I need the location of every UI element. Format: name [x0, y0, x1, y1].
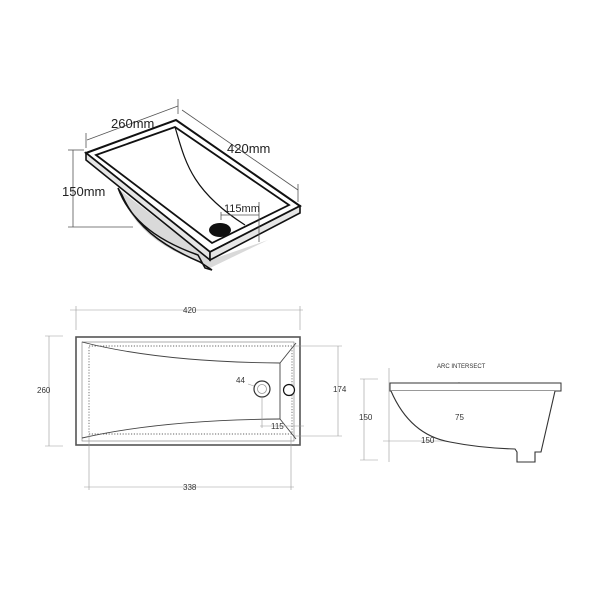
bowl-underside [120, 190, 268, 268]
side-rim [389, 382, 562, 392]
iso-length-label: 420mm [227, 141, 270, 156]
iso-depth-label: 150mm [62, 184, 105, 199]
side-arc-radius-label: 150 [421, 436, 435, 445]
bowl-side [117, 187, 213, 271]
plan-length-label: 420 [183, 306, 197, 315]
side-arc-mid-label: 75 [455, 413, 464, 422]
basin-opening [94, 125, 291, 245]
plan-basin-length-label: 338 [183, 483, 197, 492]
side-view: ARC INTERSECT 150 75 150 [359, 364, 562, 463]
plan-basin-bottom-curve [81, 418, 281, 439]
plan-view: 420 260 44 115 174 [37, 306, 347, 492]
isometric-view: 260mm 420mm 150mm 115mm [62, 99, 302, 271]
plan-drain-diameter-label: 44 [236, 376, 245, 385]
plan-basin-width-label: 174 [333, 385, 347, 394]
plan-drain-offset-label: 115 [271, 422, 284, 431]
plan-width-label: 260 [37, 386, 51, 395]
rim-front-right [209, 204, 301, 262]
drain-hole [209, 223, 231, 237]
iso-drain-offset-label: 115mm [224, 203, 260, 215]
plan-overflow-hole [282, 383, 296, 397]
plan-basin-top-curve [81, 341, 281, 364]
side-bowl-profile [390, 390, 556, 463]
plan-drain-inner [257, 384, 267, 394]
side-view-title: ARC INTERSECT [437, 364, 486, 370]
plan-drain-outer [253, 380, 271, 398]
basin-curve [174, 126, 246, 226]
side-height-label: 150 [359, 413, 373, 422]
iso-width-label: 260mm [111, 116, 154, 131]
